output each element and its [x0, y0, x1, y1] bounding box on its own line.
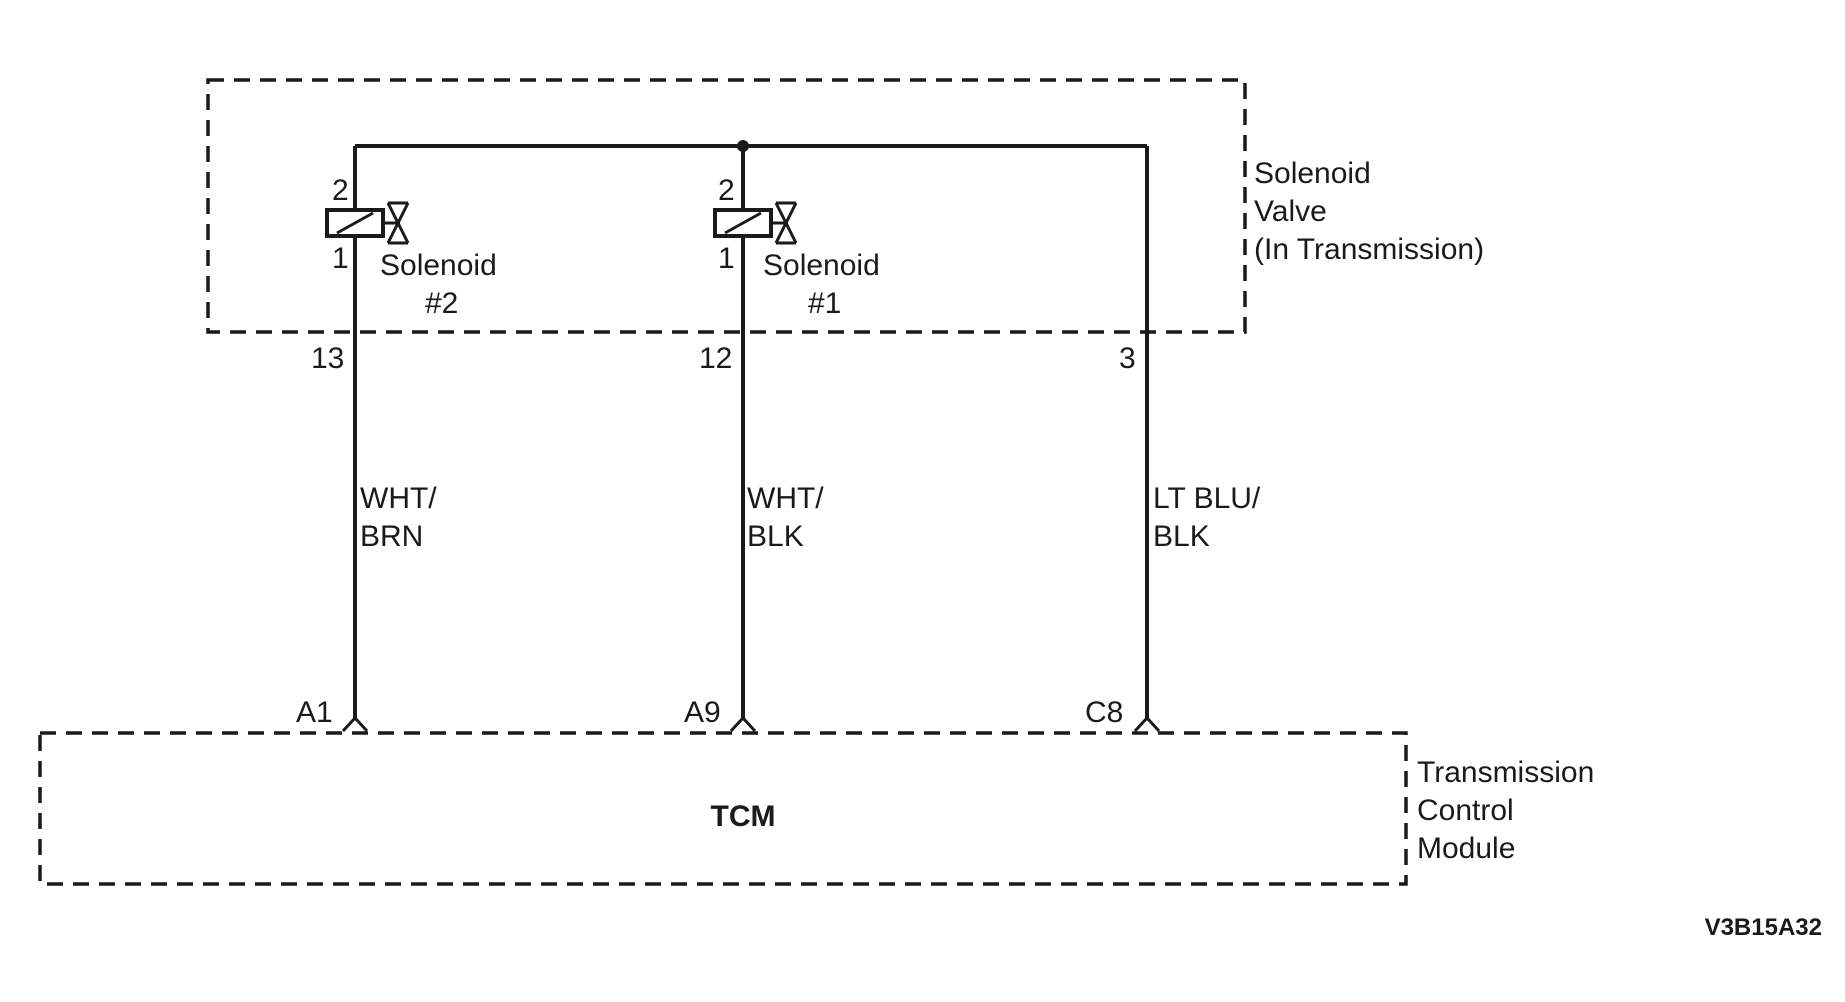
solenoid-2-pin-bottom: 1 — [332, 242, 349, 275]
wire-1-color-line2: BRN — [360, 520, 423, 553]
wire-3-color-line1: LT BLU/ — [1153, 482, 1261, 515]
solenoid-1-number: #1 — [808, 287, 841, 320]
wire-2-color-line1: WHT/ — [747, 482, 824, 515]
solenoid-1-symbol — [713, 201, 798, 245]
solenoid-valve-label-line2: Valve — [1254, 195, 1327, 228]
tcm-pin-a1: A1 — [296, 696, 333, 729]
figure-code: V3B15A32 — [1705, 914, 1822, 941]
tcm-label-line1: Transmission — [1417, 756, 1594, 789]
solenoid-1-pin-top: 2 — [718, 174, 735, 207]
solenoid-2-pin-top: 2 — [332, 174, 349, 207]
wire-2-color-line2: BLK — [747, 520, 804, 553]
connector-pin-13: 13 — [311, 342, 344, 375]
tcm-label-line2: Control — [1417, 794, 1514, 827]
tcm-terminal-a9-icon — [729, 715, 757, 733]
wire-1-color-line1: WHT/ — [360, 482, 437, 515]
solenoid-1-pin-bottom: 1 — [718, 242, 735, 275]
solenoid-2-number: #2 — [425, 287, 458, 320]
tcm-center-label: TCM — [711, 800, 776, 833]
solenoid-valve-label-line1: Solenoid — [1254, 157, 1371, 190]
solenoid-1-name: Solenoid — [763, 249, 880, 282]
tcm-label-line3: Module — [1417, 832, 1515, 865]
tcm-terminal-a1-icon — [341, 715, 369, 733]
solenoid-valve-enclosure — [206, 78, 1247, 334]
tcm-terminal-c8-icon — [1133, 715, 1161, 733]
wire-3-color-line2: BLK — [1153, 520, 1210, 553]
connector-pin-12: 12 — [699, 342, 732, 375]
solenoid-2-name: Solenoid — [380, 249, 497, 282]
solenoid-2-symbol — [325, 201, 410, 245]
connector-pin-3: 3 — [1119, 342, 1136, 375]
tcm-pin-c8: C8 — [1085, 696, 1123, 729]
tcm-enclosure — [38, 731, 1408, 886]
solenoid-valve-label-line3: (In Transmission) — [1254, 233, 1484, 266]
tcm-pin-a9: A9 — [684, 696, 721, 729]
